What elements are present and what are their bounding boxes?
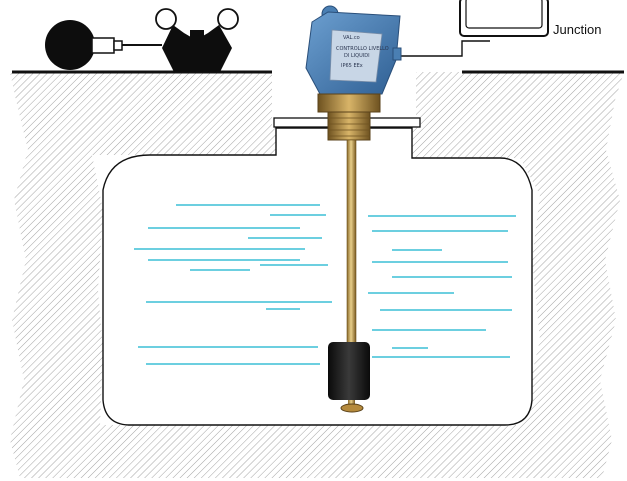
plate-text-2: CONTROLLO LIVELLO <box>336 46 389 52</box>
plate-text-4: IP65 EEx <box>341 63 363 69</box>
ground-hatched <box>10 72 624 478</box>
junction-box-icon <box>459 0 549 37</box>
junction-label: Junction <box>553 22 602 37</box>
tank-outline <box>102 127 533 426</box>
plate-text-3: DI LIQUIDI <box>344 53 370 59</box>
liquid-lines-right <box>368 215 516 358</box>
pump-icon <box>45 20 162 70</box>
float-icon <box>328 342 370 413</box>
plate-text-1: VAL.co <box>343 35 360 41</box>
guide-rod <box>346 139 357 346</box>
level-switch-housing: VAL.co CONTROLLO LIVELLO DI LIQUIDI IP65… <box>305 5 402 95</box>
y-valve-icon <box>155 8 239 72</box>
liquid-lines-left <box>134 204 332 365</box>
signal-cable <box>395 40 490 57</box>
